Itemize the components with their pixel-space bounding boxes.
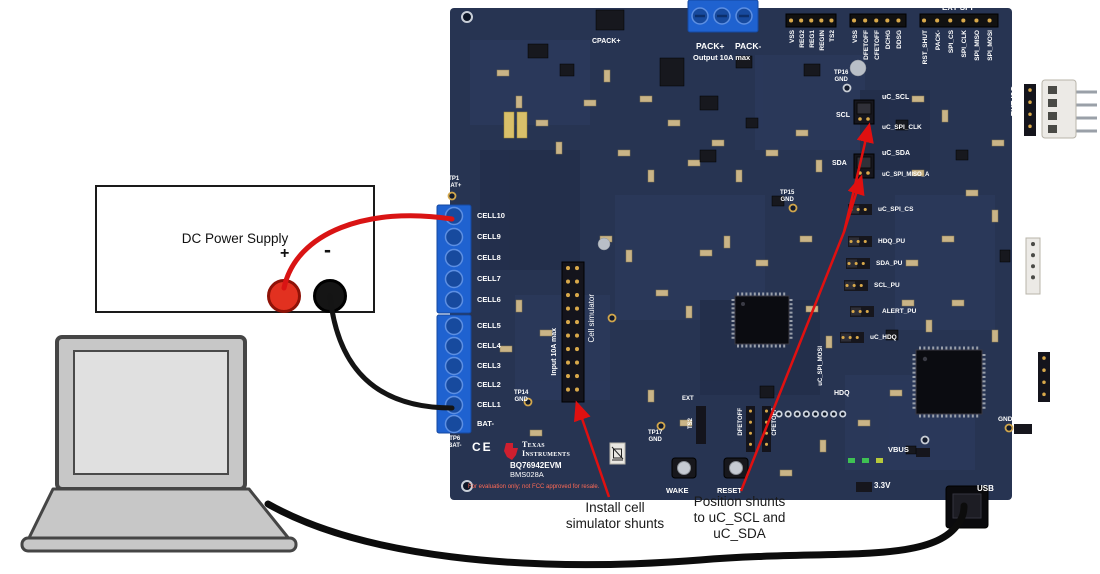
callout-install-shunts: Install cell simulator shunts (565, 500, 665, 531)
pu-label: SCL_PU (874, 282, 900, 289)
dc-power-supply: DC Power Supply + - (95, 185, 375, 313)
cell-label: CELL10 (477, 211, 505, 220)
cell-label: CELL2 (477, 380, 501, 389)
header-pin-label: SPI_CLK (961, 30, 968, 58)
uc-spi-clk-label: uC_SPI_CLK (882, 124, 922, 131)
board-rev: BMS028A (510, 470, 544, 479)
tp16-label: TP16 GND (834, 70, 849, 84)
header-pin-label: DFETOFF (863, 30, 870, 60)
cell-label: CELL6 (477, 295, 501, 304)
uc-scl-label: uC_SCL (882, 94, 910, 101)
ext-label: EXT (682, 396, 694, 402)
evm-board (450, 8, 1012, 500)
tp15-label: TP15 GND (780, 190, 795, 204)
header-pin-label: REGIN (819, 30, 826, 51)
cpack-label: CPACK+ (592, 38, 621, 45)
gnd-label: GND (998, 416, 1013, 423)
ce-mark: CE (472, 440, 493, 454)
ext-i2c-connector (1024, 79, 1097, 139)
cell-label: CELL3 (477, 361, 501, 370)
pu-label: HDQ_PU (878, 238, 906, 245)
header-pin-label: VSS (852, 30, 859, 44)
laptop (20, 335, 298, 553)
plus-sign: + (280, 245, 290, 262)
header-pin-label: REG1 (809, 30, 816, 48)
callout-position-shunts: Position shunts to uC_SCL and uC_SDA (693, 494, 786, 541)
vbus-label: VBUS (888, 445, 909, 454)
psu-label: DC Power Supply (181, 231, 289, 246)
header-pin-label: SPI_CS (948, 30, 955, 54)
tp17-label: TP17 GND (648, 430, 663, 444)
pack-minus-label: PACK- (735, 41, 762, 51)
header-pin-label: VSS (789, 30, 796, 44)
laptop-screen (73, 350, 229, 475)
output-rating-label: Output 10A max (693, 53, 751, 62)
reset-label: RESET (717, 486, 743, 495)
positive-terminal (267, 279, 301, 313)
header-pin-label: SPI_MISO (974, 30, 981, 61)
sda-label: SDA (832, 160, 847, 167)
header-pin-label: RST_SHUT (922, 30, 929, 65)
cell-label: CELL7 (477, 274, 501, 283)
wake-label: WAKE (666, 486, 689, 495)
board-model: BQ76942EVM (510, 461, 562, 470)
negative-terminal (313, 279, 347, 313)
cell-label: CELL5 (477, 321, 501, 330)
header-pin-label: PACK- (935, 30, 942, 51)
tp14-label: TP14 GND (514, 390, 529, 404)
cell-simulator-label: Cell simulator (587, 294, 596, 343)
laptop-base (26, 487, 292, 542)
pu-label: uC_SPI_CS (878, 206, 914, 213)
pu-label: SDA_PU (876, 260, 903, 267)
header-pin-label: DDSG (896, 30, 903, 49)
ext-spi-label: EXT SPI (942, 3, 973, 12)
input-rating-label: Input 10A max (551, 328, 558, 376)
uc-sda-label: uC_SDA (882, 150, 911, 157)
bat-minus-label: BAT- (477, 419, 494, 428)
ext-i2c-label: EXT I2C (1010, 86, 1019, 117)
minus-sign: - (324, 239, 331, 262)
board-disclaimer: For evaluation only; not FCC approved fo… (468, 484, 600, 490)
cell-label: CELL8 (477, 253, 501, 262)
brand-line1: Texas (522, 440, 545, 449)
uc-spi-mosi-label: uC_SPI_MOSI (818, 346, 824, 386)
v33-label: 3.3V (874, 481, 891, 490)
cfetoff-label: CFETOFF (772, 408, 778, 436)
cell-label: CELL1 (477, 400, 501, 409)
header-pin-label: REG2 (799, 30, 806, 48)
uc-spi-miso-label: uC_SPI_MISO_A (882, 172, 930, 178)
hdq-label: HDQ (834, 390, 850, 397)
scl-label: SCL (836, 112, 850, 119)
dfetoff-label: DFETOFF (738, 408, 744, 436)
pack-plus-label: PACK+ (696, 41, 725, 51)
tp1-label: TP1 BAT+ (446, 176, 462, 190)
header-pin-label: DCHG (885, 30, 892, 50)
header-pin-label: SPI_MOSI (987, 30, 994, 61)
cell-label: CELL4 (477, 341, 501, 350)
header-pin-label: CFETOFF (874, 30, 881, 60)
pu-label: uC_HDQ (870, 334, 897, 341)
pu-label: ALERT_PU (882, 308, 917, 315)
tp6-label: TP6 BAT- (448, 436, 462, 450)
usb-label: USB (977, 484, 994, 493)
cell-label: CELL9 (477, 232, 501, 241)
header-pin-label: TS2 (829, 30, 836, 42)
brand-line2: Instruments (522, 449, 571, 458)
ts2-label: TS2 (688, 418, 694, 430)
